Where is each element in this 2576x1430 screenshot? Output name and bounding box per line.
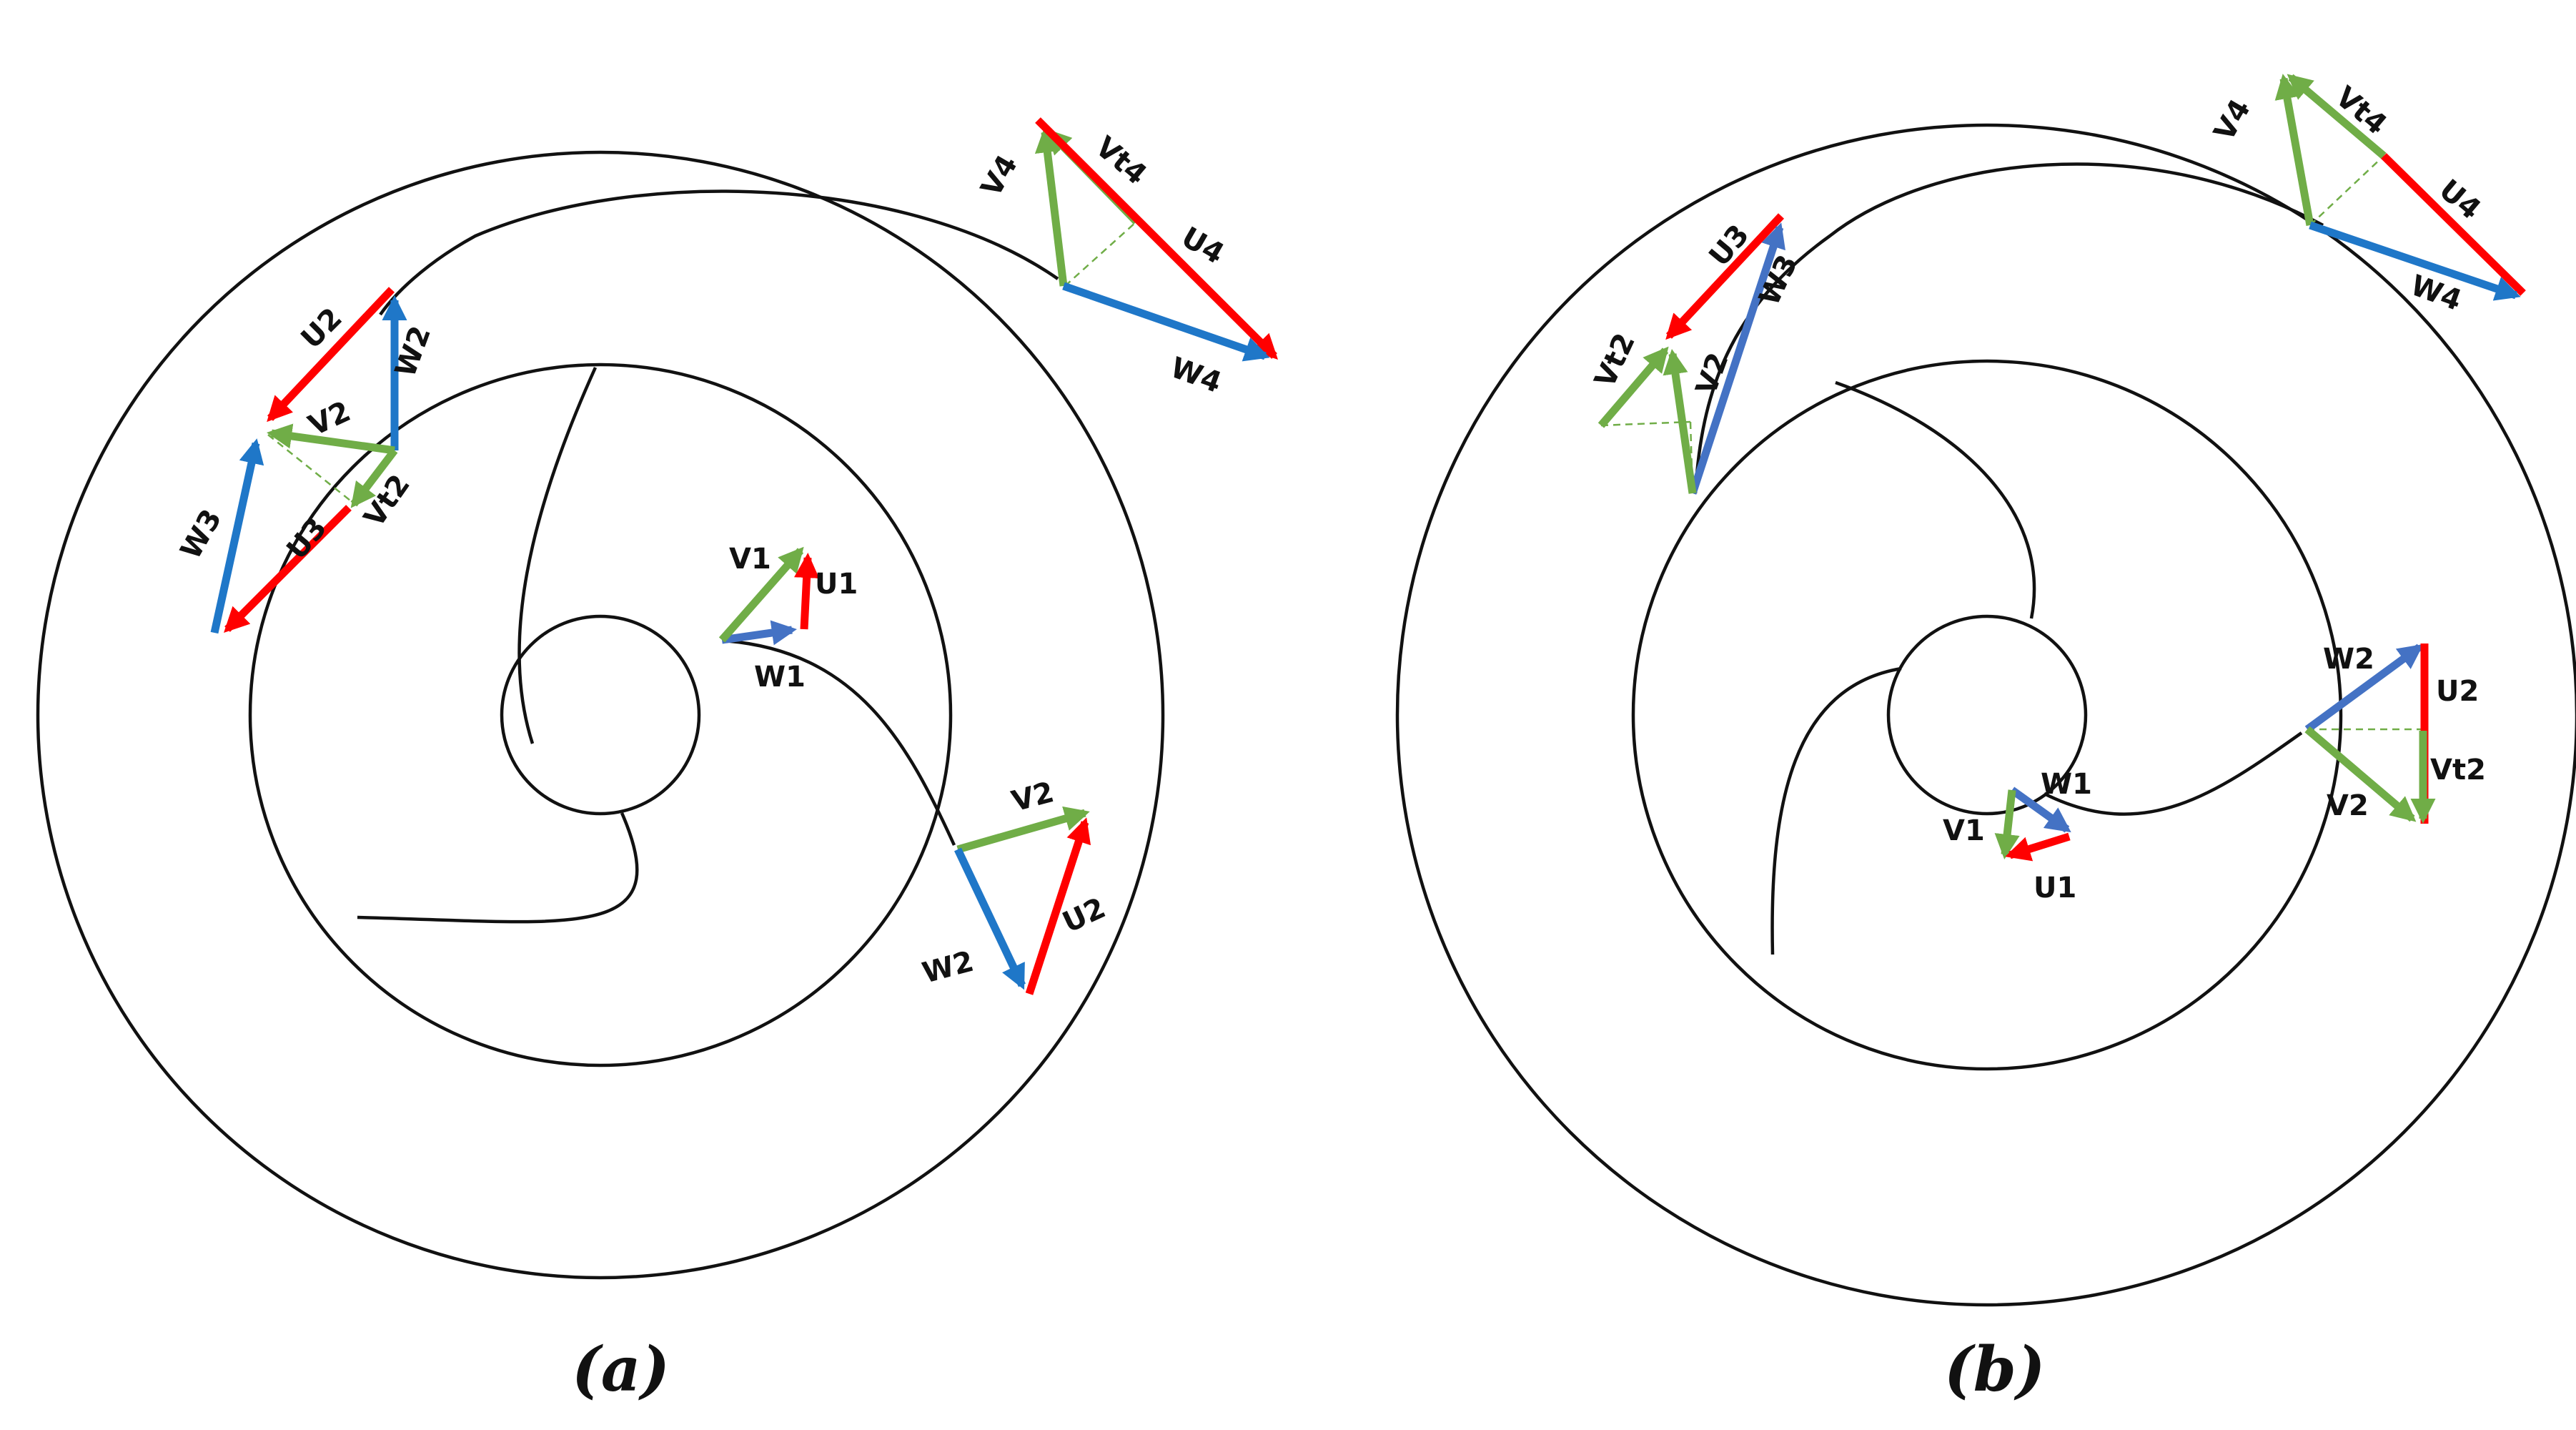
- blade-2: [1770, 666, 1902, 955]
- vector-U4: [2381, 153, 2526, 296]
- label-U1: U1: [2033, 872, 2076, 904]
- vector-W4: [2309, 221, 2521, 301]
- vector-V2-mid: [267, 423, 395, 455]
- label-V2-outlet: V2: [1009, 776, 1058, 819]
- blade-1: [1835, 380, 2036, 619]
- label-U1: U1: [815, 568, 858, 601]
- volute-tongue-curve: [379, 189, 1059, 316]
- vector-Vt2-mid: [350, 448, 398, 508]
- blade-1: [517, 367, 598, 744]
- impeller-circle: [248, 363, 953, 1067]
- vector-W3: [210, 438, 264, 634]
- vector-V2-outlet: [956, 806, 1090, 854]
- impeller-circle: [1631, 359, 2343, 1071]
- vector-W3: [1688, 222, 1785, 495]
- label-V4: V4: [975, 149, 1024, 202]
- label-Vt2-mid: Vt2: [358, 469, 417, 533]
- vector-V4: [1034, 127, 1068, 287]
- vector-U3: [224, 505, 352, 633]
- projection-dash-top: [1064, 221, 1137, 287]
- label-Vt4: Vt4: [2329, 80, 2393, 141]
- label-Vt2-outlet: Vt2: [2430, 754, 2486, 786]
- hub-circle: [1886, 614, 2088, 816]
- label-U3: U3: [1703, 219, 1755, 273]
- label-W4: W4: [1166, 351, 1226, 400]
- vector-U1: [2005, 832, 2071, 862]
- caption-a: (a): [572, 1333, 670, 1406]
- label-W1: W1: [2041, 768, 2092, 801]
- vector-U4: [1035, 117, 1278, 360]
- outer-casing-circle: [1395, 123, 2576, 1307]
- vector-V1: [1994, 789, 2020, 859]
- panel-b: W1 V1 U1 W2 U2 Vt2 V2 U3 W3 Vt2 V2 V4 Vt…: [1395, 74, 2576, 1406]
- vector-U1: [794, 552, 820, 630]
- projection-dash-top: [2309, 155, 2384, 226]
- label-U2-outlet: U2: [2436, 675, 2479, 708]
- label-W2-outlet: W2: [919, 945, 977, 990]
- label-W2-outlet: W2: [2323, 643, 2374, 676]
- vector-Vt4: [2287, 74, 2387, 159]
- vector-V2-mid: [1663, 349, 1697, 494]
- blade-3: [2043, 731, 2303, 816]
- vector-W2-outlet: [2304, 644, 2424, 733]
- vector-W1: [2009, 786, 2071, 833]
- hub-circle: [500, 614, 701, 816]
- projection-dash-left-2: [1600, 420, 1691, 427]
- volute-tongue-curve: [1693, 162, 2324, 494]
- label-V4: V4: [2208, 94, 2257, 147]
- blade-3: [723, 638, 956, 846]
- blade-2: [357, 812, 639, 924]
- vector-V4: [2274, 74, 2314, 226]
- label-V1: V1: [729, 543, 771, 576]
- panel-a: V1 U1 W1 V2 U2 W2 U2 W2 V2 Vt2 W3 U3 V4 …: [36, 117, 1278, 1406]
- vector-U2-mid: [267, 287, 395, 423]
- caption-b: (b): [1944, 1333, 2046, 1406]
- outer-casing-circle: [36, 150, 1165, 1280]
- vector-W1: [721, 620, 797, 646]
- vector-W2-outlet: [954, 847, 1026, 990]
- label-V1: V1: [1943, 814, 1985, 847]
- label-W3: W3: [174, 504, 229, 565]
- vector-V1: [718, 546, 804, 643]
- vector-W4: [1062, 282, 1270, 362]
- label-U2-outlet: U2: [1058, 892, 1111, 940]
- label-V2-outlet: V2: [2327, 789, 2369, 822]
- vector-Vt2-mid: [1597, 346, 1669, 428]
- vector-V2-outlet: [2304, 726, 2417, 822]
- label-U4: U4: [2433, 173, 2487, 226]
- label-W1: W1: [754, 661, 806, 694]
- vector-U2-outlet: [1025, 817, 1091, 995]
